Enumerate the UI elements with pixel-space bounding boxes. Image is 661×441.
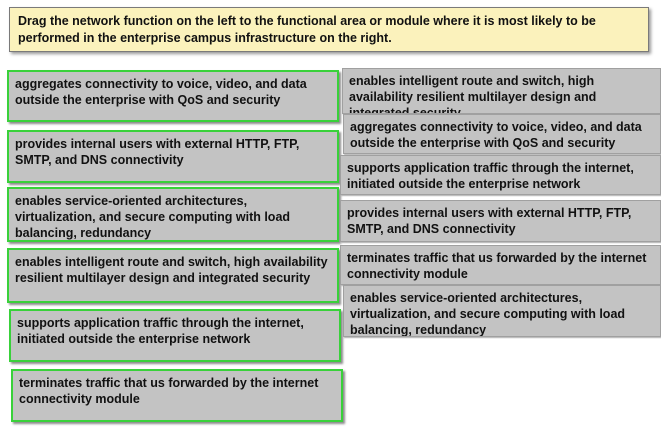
left-item-4[interactable]: enables intelligent route and switch, hi… [7,248,339,303]
left-item-5-text: supports application traffic through the… [17,316,304,346]
instruction-box: Drag the network function on the left to… [9,7,649,52]
right-item-1-text: enables intelligent route and switch, hi… [349,74,597,114]
right-item-5[interactable]: terminates traffic that us forwarded by … [340,245,661,285]
right-item-2[interactable]: aggregates connectivity to voice, video,… [343,114,661,154]
left-item-2[interactable]: provides internal users with external HT… [7,130,339,183]
right-item-2-text: aggregates connectivity to voice, video,… [350,120,642,150]
left-item-3[interactable]: enables service-oriented architectures, … [7,187,339,242]
right-item-5-text: terminates traffic that us forwarded by … [347,251,647,281]
left-item-1[interactable]: aggregates connectivity to voice, video,… [7,70,339,122]
right-item-1[interactable]: enables intelligent route and switch, hi… [342,68,661,114]
left-item-6[interactable]: terminates traffic that us forwarded by … [11,369,343,422]
right-item-6-text: enables service-oriented architectures, … [350,291,626,337]
left-item-1-text: aggregates connectivity to voice, video,… [15,77,307,107]
right-item-3[interactable]: supports application traffic through the… [340,155,661,195]
left-item-5[interactable]: supports application traffic through the… [9,309,341,362]
left-item-4-text: enables intelligent route and switch, hi… [15,255,328,285]
right-item-4-text: provides internal users with external HT… [347,206,632,236]
right-item-4[interactable]: provides internal users with external HT… [340,200,661,242]
left-item-6-text: terminates traffic that us forwarded by … [19,376,319,406]
instruction-text: Drag the network function on the left to… [18,14,596,45]
left-item-3-text: enables service-oriented architectures, … [15,194,291,240]
left-item-2-text: provides internal users with external HT… [15,137,300,167]
right-item-3-text: supports application traffic through the… [347,161,634,191]
right-item-6[interactable]: enables service-oriented architectures, … [343,285,661,337]
